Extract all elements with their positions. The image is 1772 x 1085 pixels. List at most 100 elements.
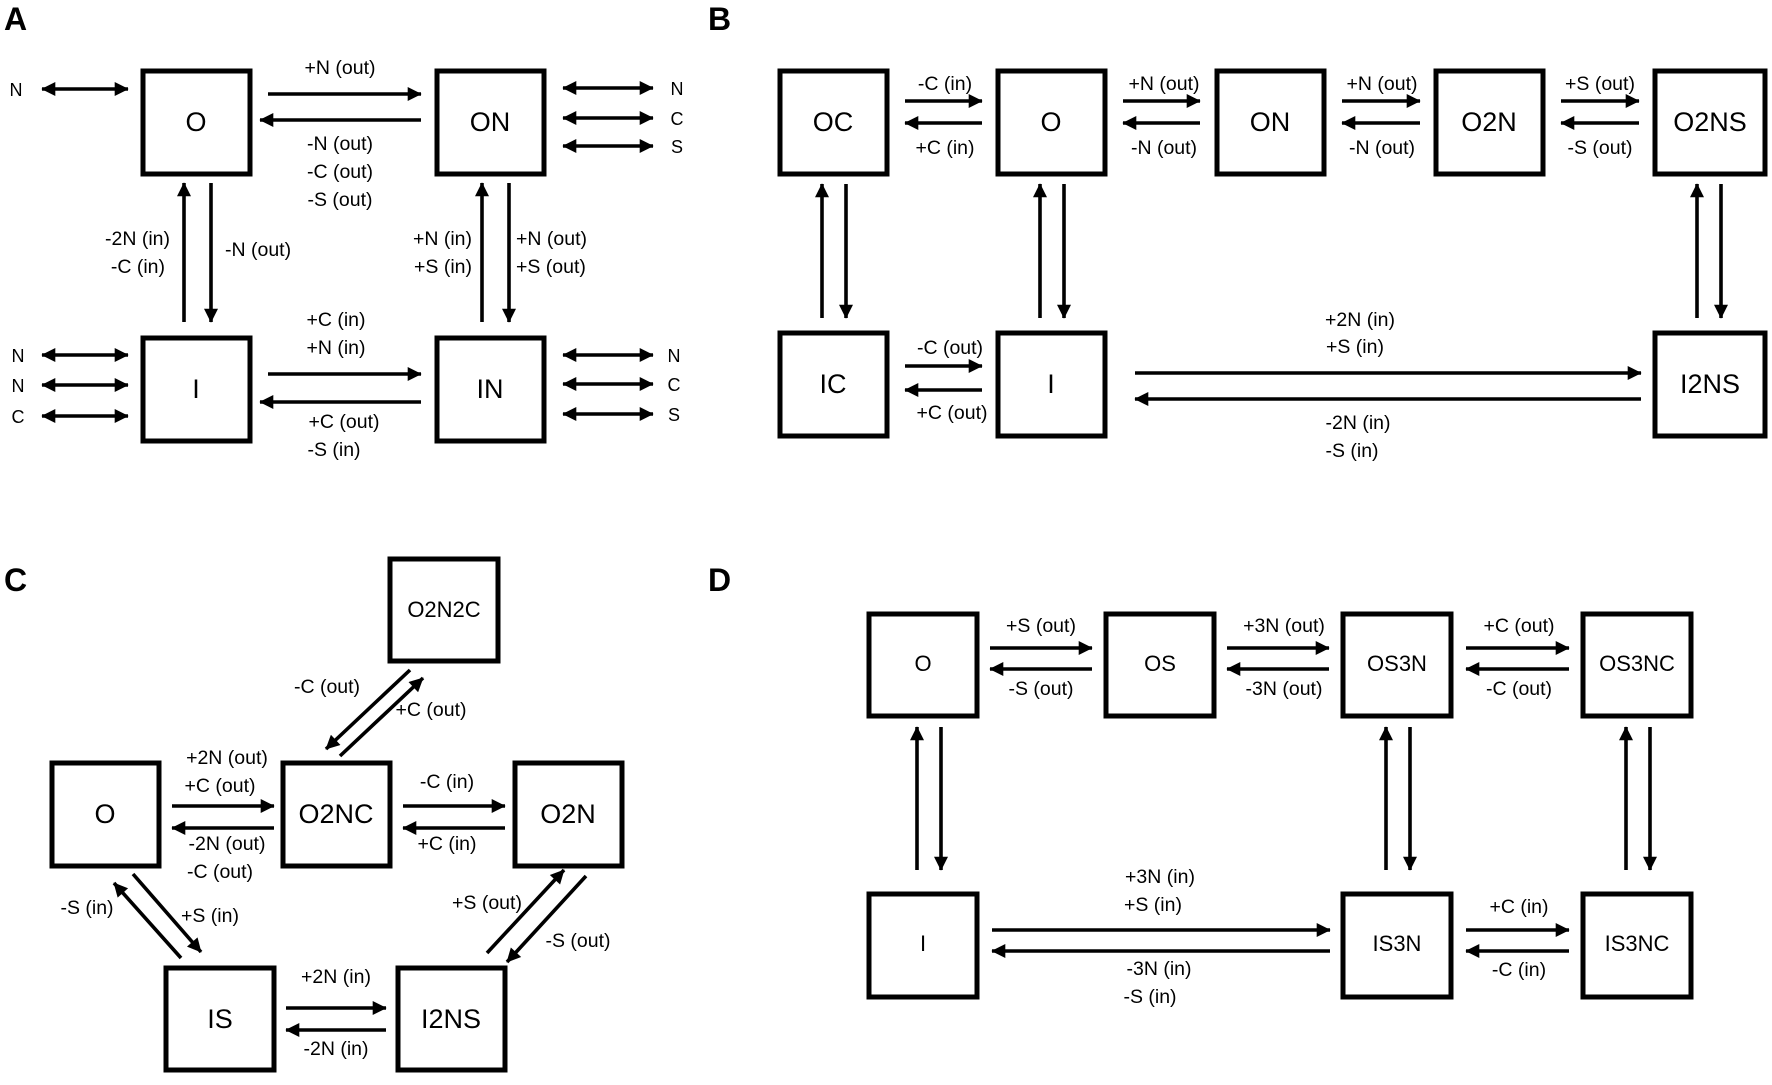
- ion-label: S: [671, 137, 683, 157]
- state-o2nc-box: [280, 760, 393, 869]
- transition-label: +C (out): [1484, 615, 1555, 637]
- transition-label: +S (in): [414, 256, 472, 278]
- transition-label: -S (out): [1567, 137, 1632, 159]
- transition-label: -C (in): [918, 73, 972, 95]
- state-is-label: IS: [207, 1004, 233, 1034]
- state-o2n-label: O2N: [1461, 107, 1517, 137]
- transition-label: +C (out): [309, 411, 380, 433]
- transition-label: -C (in): [1492, 959, 1546, 981]
- transition-arrow: [112, 881, 183, 960]
- transition-label: +2N (in): [301, 966, 371, 988]
- state-os3n-box: [1340, 611, 1454, 719]
- state-o-label: O: [1040, 107, 1061, 137]
- state-is-box: [163, 965, 277, 1073]
- panel-a: A O ON I IN N N C S N N C N C S +N (out): [4, 1, 684, 461]
- transition-arrow: [505, 874, 588, 964]
- transition-label: -2N (in): [105, 228, 170, 250]
- transition-label: +N (out): [516, 228, 587, 250]
- panel-c: C O2N2C O O2NC O2N IS I2NS -C (out) +C (…: [4, 556, 625, 1073]
- state-i2ns-box: [395, 965, 508, 1073]
- ion-label: C: [671, 109, 684, 129]
- state-i-label: I: [1047, 369, 1055, 399]
- state-o-label: O: [914, 651, 931, 676]
- ion-label: N: [671, 79, 684, 99]
- state-i-box: [866, 891, 980, 1000]
- state-o-label: O: [185, 107, 206, 137]
- transition-label: +S (out): [516, 256, 586, 278]
- state-i-label: I: [920, 931, 926, 956]
- transition-label: +N (in): [413, 228, 472, 250]
- transition-label: -S (out): [1008, 678, 1073, 700]
- transition-label: +S (in): [1326, 336, 1384, 358]
- transition-label: +N (out): [1129, 73, 1200, 95]
- state-o2n2c-label: O2N2C: [407, 597, 480, 622]
- state-oc-label: OC: [813, 107, 854, 137]
- transition-label: -3N (out): [1246, 678, 1323, 700]
- transition-label: +C (in): [915, 137, 974, 159]
- transition-label: -N (out): [307, 133, 373, 155]
- transition-label: -C (out): [294, 676, 360, 698]
- transition-arrow: [131, 872, 203, 954]
- state-i2ns-box: [1652, 330, 1768, 439]
- state-oc-box: [777, 68, 890, 177]
- transition-label: +C (out): [917, 402, 988, 424]
- state-is3nc-box: [1580, 891, 1694, 1000]
- state-os-label: OS: [1144, 651, 1176, 676]
- transition-label: -S (in): [307, 439, 360, 461]
- ion-label: C: [668, 375, 681, 395]
- state-o-label: O: [94, 799, 115, 829]
- transition-label: -S (out): [545, 930, 610, 952]
- state-os3n-label: OS3N: [1367, 651, 1427, 676]
- state-o-box: [140, 68, 253, 177]
- transition-label: +C (out): [396, 699, 467, 721]
- state-in-label: IN: [477, 374, 504, 404]
- panel-d: D O OS OS3N OS3NC I IS3N IS3NC +S (out) …: [708, 562, 1694, 1008]
- state-i-box: [140, 335, 253, 444]
- transition-label: -S (out): [307, 189, 372, 211]
- transition-arrow: [338, 676, 425, 758]
- ion-label: N: [12, 376, 25, 396]
- state-in-box: [434, 335, 547, 444]
- transition-label: -C (out): [1486, 678, 1552, 700]
- transition-label: +N (out): [1347, 73, 1418, 95]
- panel-a-label: A: [4, 1, 27, 37]
- panel-d-label: D: [708, 562, 731, 598]
- transition-arrow: [324, 668, 412, 751]
- transition-label: +3N (in): [1125, 866, 1195, 888]
- transition-label: +C (in): [1489, 896, 1548, 918]
- state-o-box: [49, 760, 162, 869]
- state-o2n2c-box: [387, 556, 501, 664]
- state-on-box: [1214, 68, 1327, 177]
- ion-label: C: [12, 407, 25, 427]
- transition-label: -C (in): [420, 771, 474, 793]
- transition-label: -C (in): [111, 256, 165, 278]
- state-os-box: [1103, 611, 1217, 719]
- transition-label: +S (in): [1124, 894, 1182, 916]
- transition-arrow: [485, 868, 566, 955]
- transition-label: +C (out): [185, 775, 256, 797]
- transition-label: -N (out): [225, 239, 291, 261]
- transition-label: +C (in): [417, 833, 476, 855]
- transition-label: +S (out): [452, 892, 522, 914]
- transition-label: -2N (in): [1325, 412, 1390, 434]
- transition-label: +3N (out): [1243, 615, 1325, 637]
- state-i2ns-label: I2NS: [421, 1004, 481, 1034]
- state-on-label: ON: [470, 107, 511, 137]
- state-o2n-box: [1433, 68, 1546, 177]
- transition-label: -N (out): [1349, 137, 1415, 159]
- transition-label: -S (in): [60, 897, 113, 919]
- state-i-label: I: [192, 374, 200, 404]
- state-o2ns-box: [1652, 68, 1768, 177]
- state-on-box: [434, 68, 547, 177]
- transition-label: -C (out): [307, 161, 373, 183]
- state-o-box: [866, 611, 980, 719]
- transition-label: -2N (out): [189, 833, 266, 855]
- state-i-box: [995, 330, 1108, 439]
- transition-label: +2N (in): [1325, 309, 1395, 331]
- state-is3nc-label: IS3NC: [1605, 931, 1670, 956]
- transition-label: -3N (in): [1126, 958, 1191, 980]
- transition-label: -N (out): [1131, 137, 1197, 159]
- transition-label: -C (out): [917, 337, 983, 359]
- transition-label: +S (out): [1565, 73, 1635, 95]
